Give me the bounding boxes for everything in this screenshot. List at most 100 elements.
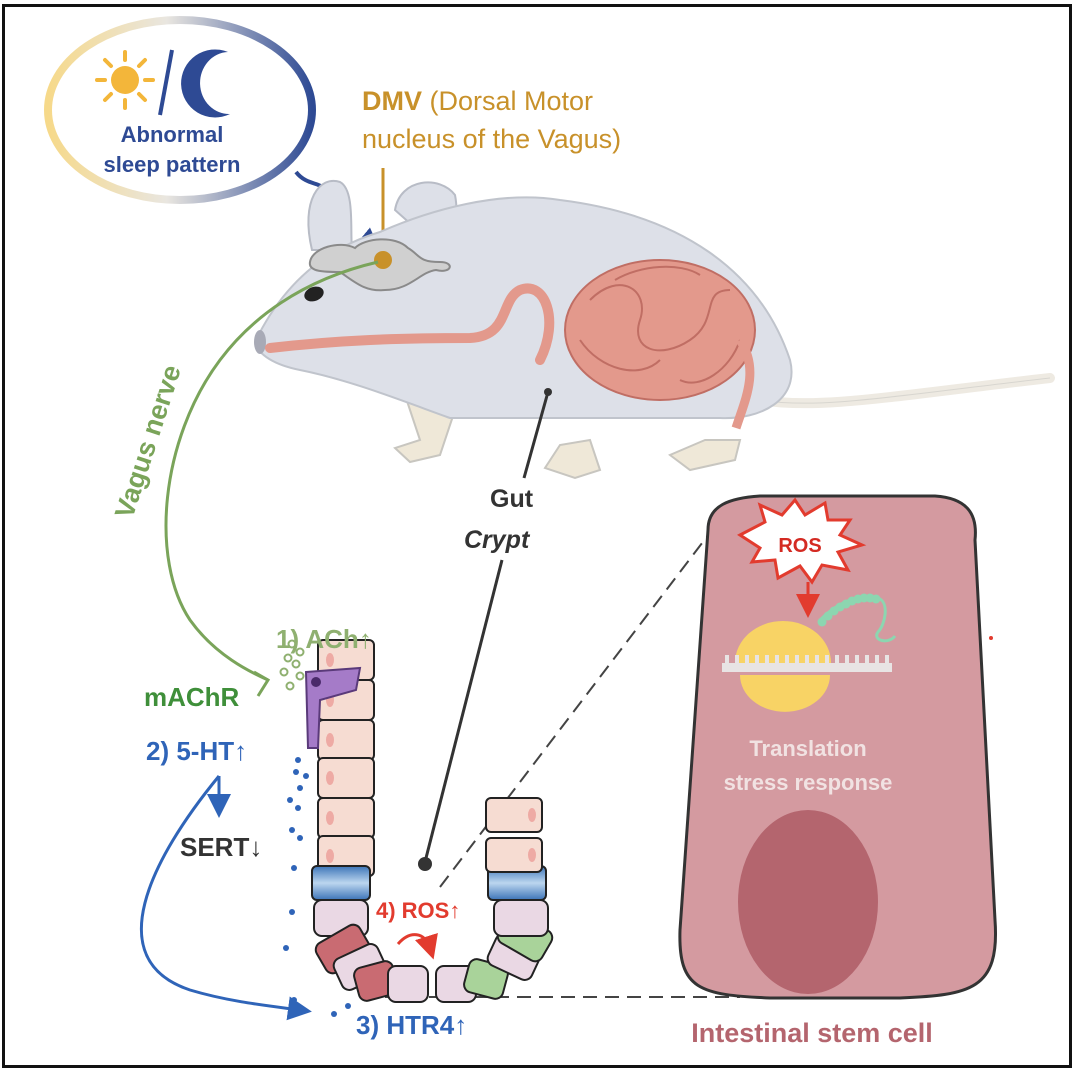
serotonin-to-htr4-arrow (139, 775, 312, 1021)
svg-text:3) HTR4↑: 3) HTR4↑ (356, 1010, 467, 1040)
mrna-codon (775, 655, 779, 664)
serotonin-molecule (283, 945, 289, 951)
mrna-codon (805, 655, 809, 664)
serotonin-molecule (289, 827, 295, 833)
cell-nucleus (528, 808, 536, 822)
crypt-base-cell (493, 899, 549, 937)
intestines (564, 259, 756, 430)
serotonin-molecule (291, 865, 297, 871)
serotonin-molecule (293, 769, 299, 775)
mouse-illustration (253, 179, 1055, 480)
nucleus (738, 810, 878, 994)
serotonin-molecule (287, 797, 293, 803)
gut-label: Gut (490, 485, 534, 513)
ach-vesicle (291, 659, 301, 669)
serotonin-molecule (297, 785, 303, 791)
moon-icon (181, 49, 230, 118)
ach-vesicle (295, 671, 305, 681)
mrna-codon (855, 655, 859, 664)
dmv-name-line2: nucleus of the Vagus) (362, 124, 621, 154)
cell-nucleus (326, 733, 334, 747)
stem-cell-caption: Intestinal stem cell (691, 1018, 933, 1048)
ach-vesicle (287, 639, 297, 649)
serotonin-molecule (295, 757, 301, 763)
mrna-codon (785, 655, 789, 664)
sleep-label-line2: sleep pattern (104, 152, 241, 177)
serotonin-label: 2) 5-HT (146, 736, 234, 766)
serotonin-molecule (303, 773, 309, 779)
stress-response-label: stress response (724, 770, 893, 795)
mrna-codon (815, 655, 819, 664)
htr4-label: 3) HTR4 (356, 1010, 455, 1040)
ros-burst-icon (737, 497, 867, 585)
ros-label: 4) ROS (376, 898, 449, 923)
serotonin-molecule (291, 997, 297, 1003)
ros-up-arrow: ↑ (449, 898, 460, 923)
crypt-illustration (279, 639, 554, 1017)
serotonin-molecule (331, 1011, 337, 1017)
htr4-up-arrow: ↑ (454, 1010, 467, 1040)
mrna-codon (795, 655, 799, 664)
tuft-nucleus (311, 677, 321, 687)
serotonin-up-arrow: ↑ (234, 736, 247, 766)
gut-pointer-line (522, 391, 550, 479)
ach-label: 1) ACh (276, 624, 359, 654)
ros-curved-arrow (396, 932, 438, 960)
dmv-name-line1: (Dorsal Motor (422, 86, 593, 116)
sert-down-arrow: ↓ (249, 832, 262, 862)
intestinal-stem-cell-panel: ROS Translation stress response (678, 494, 998, 1000)
svg-text:2) 5-HT↑: 2) 5-HT↑ (146, 736, 247, 766)
serotonin-molecule (297, 835, 303, 841)
mrna-codon (885, 655, 889, 664)
mrna-codon (765, 655, 769, 664)
mrna-codon (875, 655, 879, 664)
cell-nucleus (528, 848, 536, 862)
svg-text:DMV (Dorsal Motor: DMV (Dorsal Motor (362, 86, 593, 116)
dmv-abbrev: DMV (362, 86, 422, 116)
mrna-codon (865, 655, 869, 664)
ribosome-icon (722, 593, 897, 712)
ros-burst-label: ROS (778, 535, 821, 557)
machr-label: mAChR (144, 682, 240, 712)
serotonin-molecule (289, 909, 295, 915)
cell-nucleus (326, 849, 334, 863)
enteroendocrine-cell (311, 865, 371, 901)
sun-icon (95, 50, 155, 110)
cell-nucleus (326, 653, 334, 667)
peptide-residue (823, 611, 833, 621)
mrna-codon (725, 655, 729, 664)
svg-text:SERT↓: SERT↓ (180, 832, 262, 862)
serotonin-molecule (295, 805, 301, 811)
epithelial-cell (485, 797, 543, 833)
dmv-nucleus-dot (374, 251, 392, 269)
mrna-codon (845, 655, 849, 664)
peptide-residue (871, 594, 881, 604)
mrna-codon (835, 655, 839, 664)
sleep-label-line1: Abnormal (121, 122, 224, 147)
mrna-codon (825, 655, 829, 664)
serotonin-molecule (345, 1003, 351, 1009)
svg-text:1) ACh↑: 1) ACh↑ (276, 624, 372, 654)
tuft-cell (304, 666, 362, 749)
vagus-nerve-label: Vagus nerve (109, 361, 187, 522)
mrna-codon (735, 655, 739, 664)
ach-up-arrow: ↑ (359, 624, 372, 654)
crypt-label: Crypt (464, 526, 531, 554)
peptide-residue (817, 617, 827, 627)
svg-text:4) ROS↑: 4) ROS↑ (376, 898, 460, 923)
crypt-pointer-line (423, 559, 504, 863)
cell-nucleus (326, 811, 334, 825)
mrna-codon (745, 655, 749, 664)
ach-vesicle (285, 681, 295, 691)
cell-nucleus (326, 771, 334, 785)
sleep-pattern-bubble: Abnormal sleep pattern (44, 16, 385, 261)
ach-vesicle (283, 653, 293, 663)
ach-vesicle (295, 647, 305, 657)
translation-label: Translation (749, 736, 866, 761)
crypt-base-cell (387, 965, 429, 1003)
day-night-separator (158, 49, 174, 116)
mrna-codon (755, 655, 759, 664)
sert-label: SERT (180, 832, 249, 862)
epithelial-cell (485, 837, 543, 873)
